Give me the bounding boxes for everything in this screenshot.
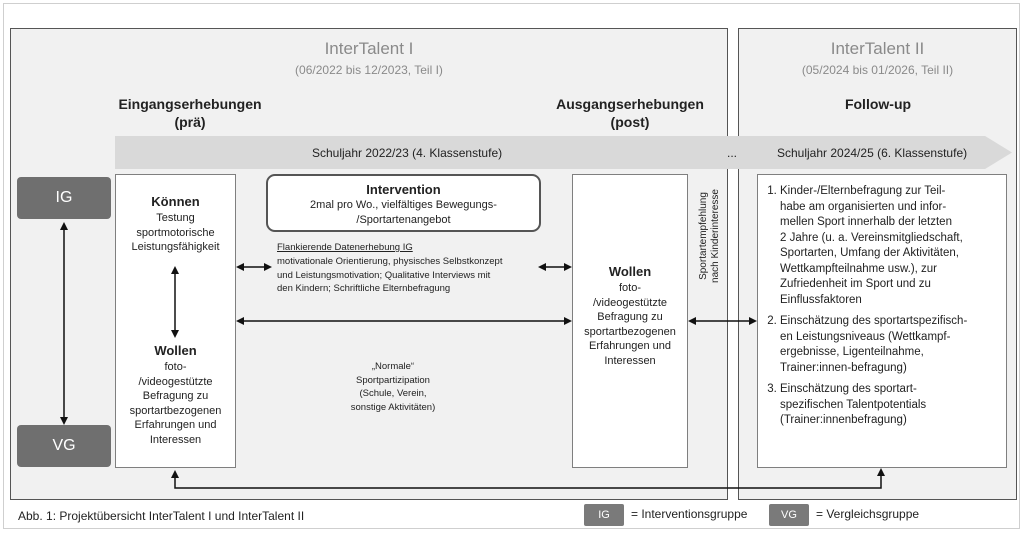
flank-text: motivationale Orientierung, physisches S… bbox=[277, 256, 503, 294]
intervention-title: Intervention bbox=[366, 182, 441, 197]
pre-wollen-title: Wollen bbox=[154, 343, 197, 358]
legend-ig-box: IG bbox=[584, 504, 624, 526]
followup-item-1: Kinder-/Elternbefragung zur Teil- habe a… bbox=[780, 184, 1006, 308]
pre-wollen-text: foto- /videogestützte Befragung zu sport… bbox=[129, 361, 222, 446]
normal-participation-text: „Normale“ Sportpartizipation (Schule, Ve… bbox=[350, 361, 436, 413]
stage-ausgang: Ausgangserhebungen (post) bbox=[556, 96, 704, 130]
followup-box: Kinder-/Elternbefragung zur Teil- habe a… bbox=[757, 174, 1007, 468]
legend-vg-text: = Vergleichsgruppe bbox=[816, 507, 920, 521]
outer-frame bbox=[3, 3, 1020, 529]
followup-list: Kinder-/Elternbefragung zur Teil- habe a… bbox=[762, 184, 1006, 429]
timeline-arrow bbox=[115, 136, 1012, 169]
group-ig: IG bbox=[17, 177, 111, 219]
intervention-text: 2mal pro Wo., vielfältiges Bewegungs- /S… bbox=[310, 199, 497, 226]
timeline-ellipsis: ... bbox=[727, 146, 738, 160]
phase-1-title: InterTalent I bbox=[324, 39, 414, 58]
post-measurement-box bbox=[572, 174, 688, 468]
group-vg: VG bbox=[17, 425, 111, 467]
intervention-box: Intervention 2mal pro Wo., vielfältiges … bbox=[266, 174, 541, 232]
flank-title: Flankierende Datenerhebung IG bbox=[277, 242, 413, 253]
stage-followup: Follow-up bbox=[844, 96, 912, 112]
timeline-year-1: Schuljahr 2022/23 (4. Klassenstufe) bbox=[312, 146, 503, 160]
figure-caption: Abb. 1: Projektübersicht InterTalent I u… bbox=[18, 509, 305, 523]
legend-ig-text: = Interventionsgruppe bbox=[631, 507, 748, 521]
post-wollen-text: foto- /videogestützte Befragung zu sport… bbox=[584, 282, 676, 367]
phase-2-title: InterTalent II bbox=[830, 39, 925, 58]
pre-koennen-text: Testung sportmotorische Leistungsfähigke… bbox=[131, 212, 220, 253]
phase-2-subtitle: (05/2024 bis 01/2026, Teil II) bbox=[801, 63, 954, 77]
post-wollen-title: Wollen bbox=[608, 264, 652, 279]
arrow-followup-loop bbox=[171, 468, 885, 489]
phase-1-subtitle: (06/2022 bis 12/2023, Teil I) bbox=[295, 63, 443, 77]
timeline-year-2: Schuljahr 2024/25 (6. Klassenstufe) bbox=[777, 146, 968, 160]
followup-item-3: Einschätzung des sportart- spezifischen … bbox=[780, 382, 1006, 429]
followup-item-2: Einschätzung des sportartspezifisch- en … bbox=[780, 314, 1006, 376]
pre-koennen-title: Können bbox=[151, 194, 200, 209]
legend-vg-box: VG bbox=[769, 504, 809, 526]
stage-eingang: Eingangserhebungen (prä) bbox=[118, 96, 262, 130]
